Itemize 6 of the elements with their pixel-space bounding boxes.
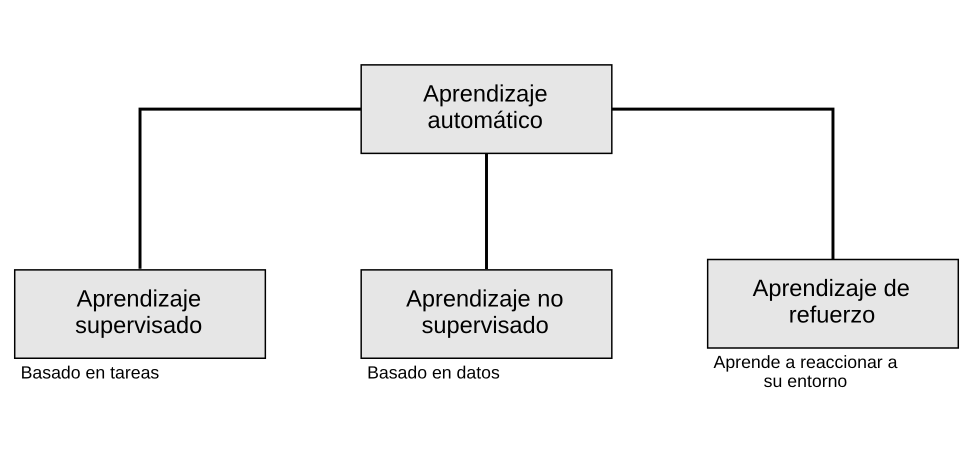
connector	[138, 108, 361, 269]
connector	[612, 108, 834, 260]
node-label: Basado en datos	[367, 362, 500, 382]
connector	[485, 154, 488, 269]
node-label: Aprende a reaccionar a su entorno	[714, 352, 898, 392]
node-label: Basado en tareas	[20, 362, 160, 382]
